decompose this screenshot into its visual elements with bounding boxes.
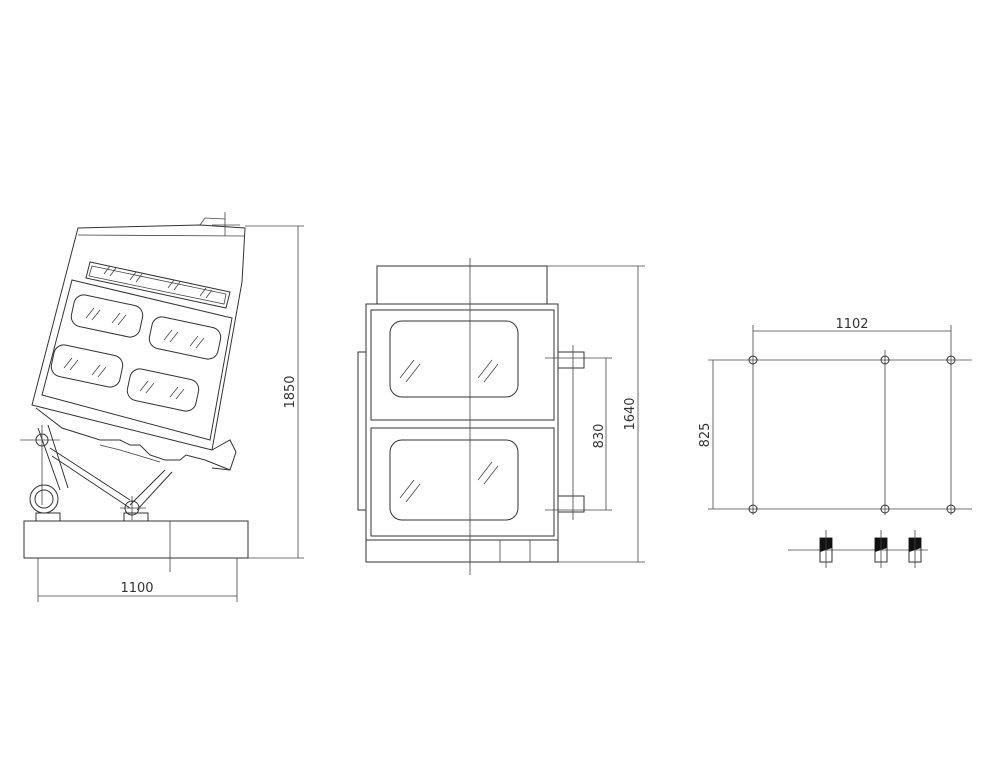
front-window-lower [389, 439, 519, 521]
plan-depth-label: 825 [698, 423, 713, 448]
front-view: 830 1640 [357, 258, 645, 575]
side-view: 1850 1100 [20, 212, 304, 602]
top-box [376, 265, 548, 305]
anchor-bolt-detail [819, 530, 922, 568]
plan-width-label: 1102 [835, 317, 868, 332]
side-windows [50, 265, 222, 412]
base-platform [23, 520, 249, 559]
front-cabinet [365, 303, 559, 541]
front-window-upper [389, 320, 519, 398]
side-height-label: 1850 [283, 375, 298, 408]
tilted-cabinet [31, 224, 246, 451]
plan-view: 1102 825 [698, 317, 972, 568]
front-height-label: 1640 [623, 397, 638, 430]
side-width-label: 1100 [120, 581, 153, 596]
front-spacing-label: 830 [592, 424, 607, 449]
